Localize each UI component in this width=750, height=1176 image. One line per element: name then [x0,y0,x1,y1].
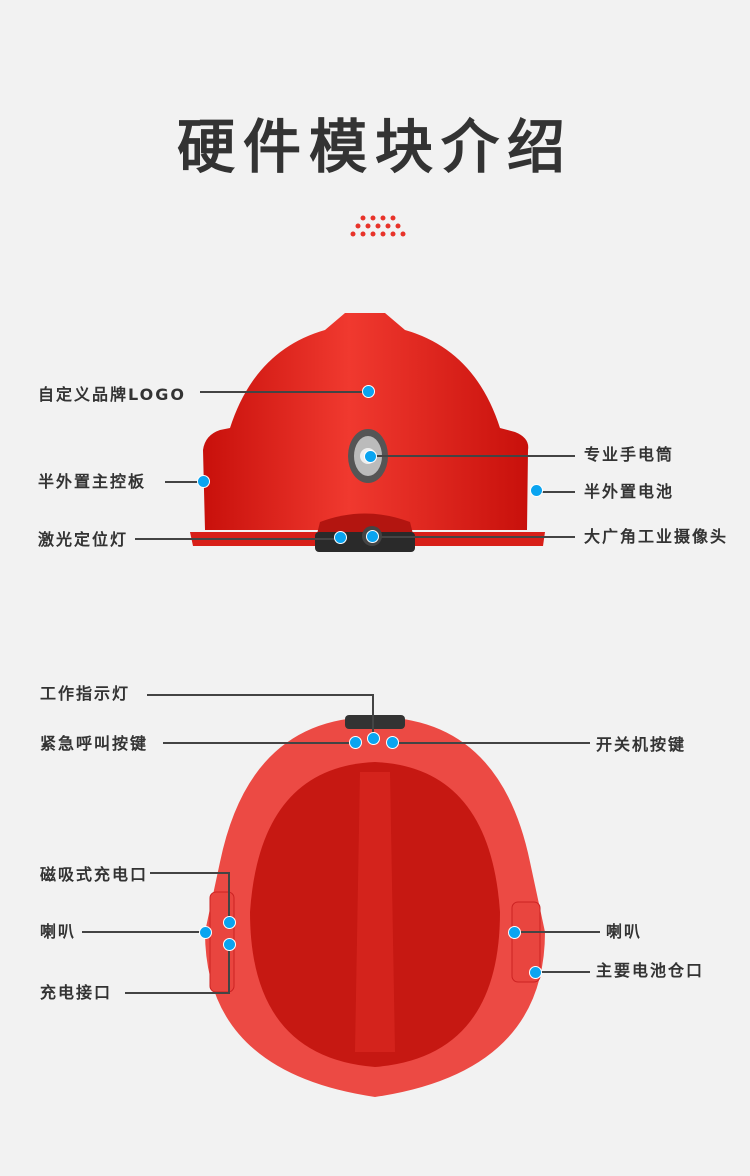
callout-line [535,971,590,973]
callout-line [392,742,590,744]
callout-battery-label: 半外置电池 [584,482,675,501]
callout-line [372,536,575,538]
callout-dot [362,385,375,398]
callout-line [514,931,600,933]
callout-dot [367,732,380,745]
callout-dot [530,484,543,497]
callout-emergency-button-label: 紧急呼叫按键 [40,734,149,753]
callout-dot [366,530,379,543]
callout-line [370,455,575,457]
callout-line [82,931,205,933]
callout-main-board-label: 半外置主控板 [38,472,147,491]
callout-line [125,992,230,994]
callout-dot [386,736,399,749]
callout-line [228,872,230,920]
callout-dot [223,916,236,929]
callout-line [163,742,355,744]
callout-camera-label: 大广角工业摄像头 [584,527,729,546]
callout-speaker-left-label: 喇叭 [40,922,77,941]
callout-power-button-label: 开关机按键 [596,735,687,754]
helmet-front-image [190,313,545,552]
callout-dot [529,966,542,979]
callout-speaker-right-label: 喇叭 [606,922,643,941]
callout-line [147,694,374,696]
callout-line [372,694,374,736]
decorative-dots [350,215,406,237]
callout-flashlight-label: 专业手电筒 [584,445,675,464]
callout-dot [197,475,210,488]
callout-dot [199,926,212,939]
callout-line [150,872,230,874]
callout-line [228,946,230,994]
callout-dot [508,926,521,939]
callout-laser-light-label: 激光定位灯 [38,530,129,549]
callout-dot [364,450,377,463]
callout-line [165,481,203,483]
callout-line [135,538,340,540]
callout-line [200,391,368,393]
callout-charge-port-label: 充电接口 [40,983,113,1002]
callout-dot [223,938,236,951]
callout-dot [349,736,362,749]
callout-dot [334,531,347,544]
callout-magnetic-charge-port-label: 磁吸式充电口 [40,865,149,884]
helmet-bottom-image [205,715,545,1097]
callout-logo-label: 自定义品牌LOGO [38,385,186,404]
callout-work-indicator-label: 工作指示灯 [40,684,131,703]
callout-line [537,491,575,493]
page-title: 硬件模块介绍 [176,113,573,181]
callout-battery-compartment-label: 主要电池仓口 [596,961,705,980]
